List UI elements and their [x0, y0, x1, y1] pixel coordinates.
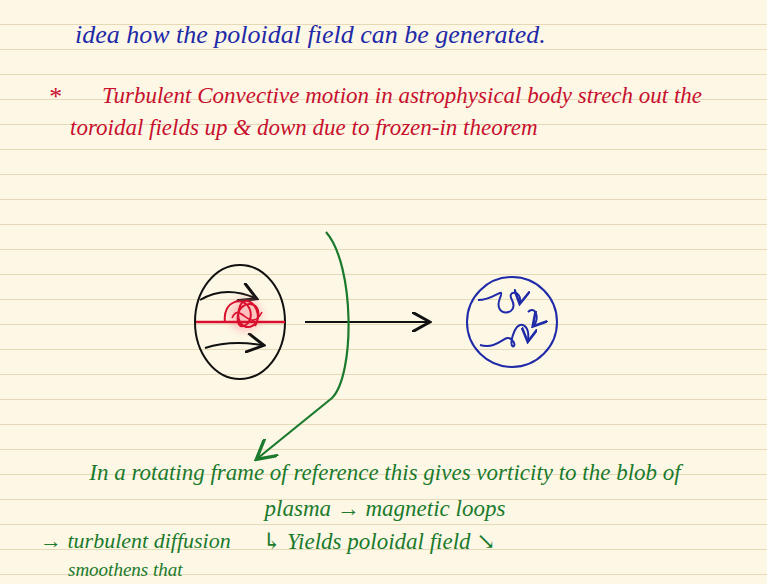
note-line: → turbulent diffusion	[40, 527, 255, 556]
plasma-blob	[195, 265, 285, 379]
leader-arrow	[258, 232, 349, 458]
note-paragraph: In a rotating frame of reference this gi…	[60, 455, 710, 527]
magnetic-loops	[478, 293, 537, 347]
tangled-field	[196, 299, 285, 331]
note-line: idea how the poloidal field can be gener…	[75, 18, 715, 52]
bullet-mark: *	[48, 80, 68, 114]
looped-blob	[467, 277, 557, 367]
note-line: smoothens that	[68, 558, 288, 583]
note-line: ↳ Yields poloidal field ↘	[262, 527, 562, 557]
note-paragraph: Turbulent Convective motion in astrophys…	[70, 80, 730, 144]
